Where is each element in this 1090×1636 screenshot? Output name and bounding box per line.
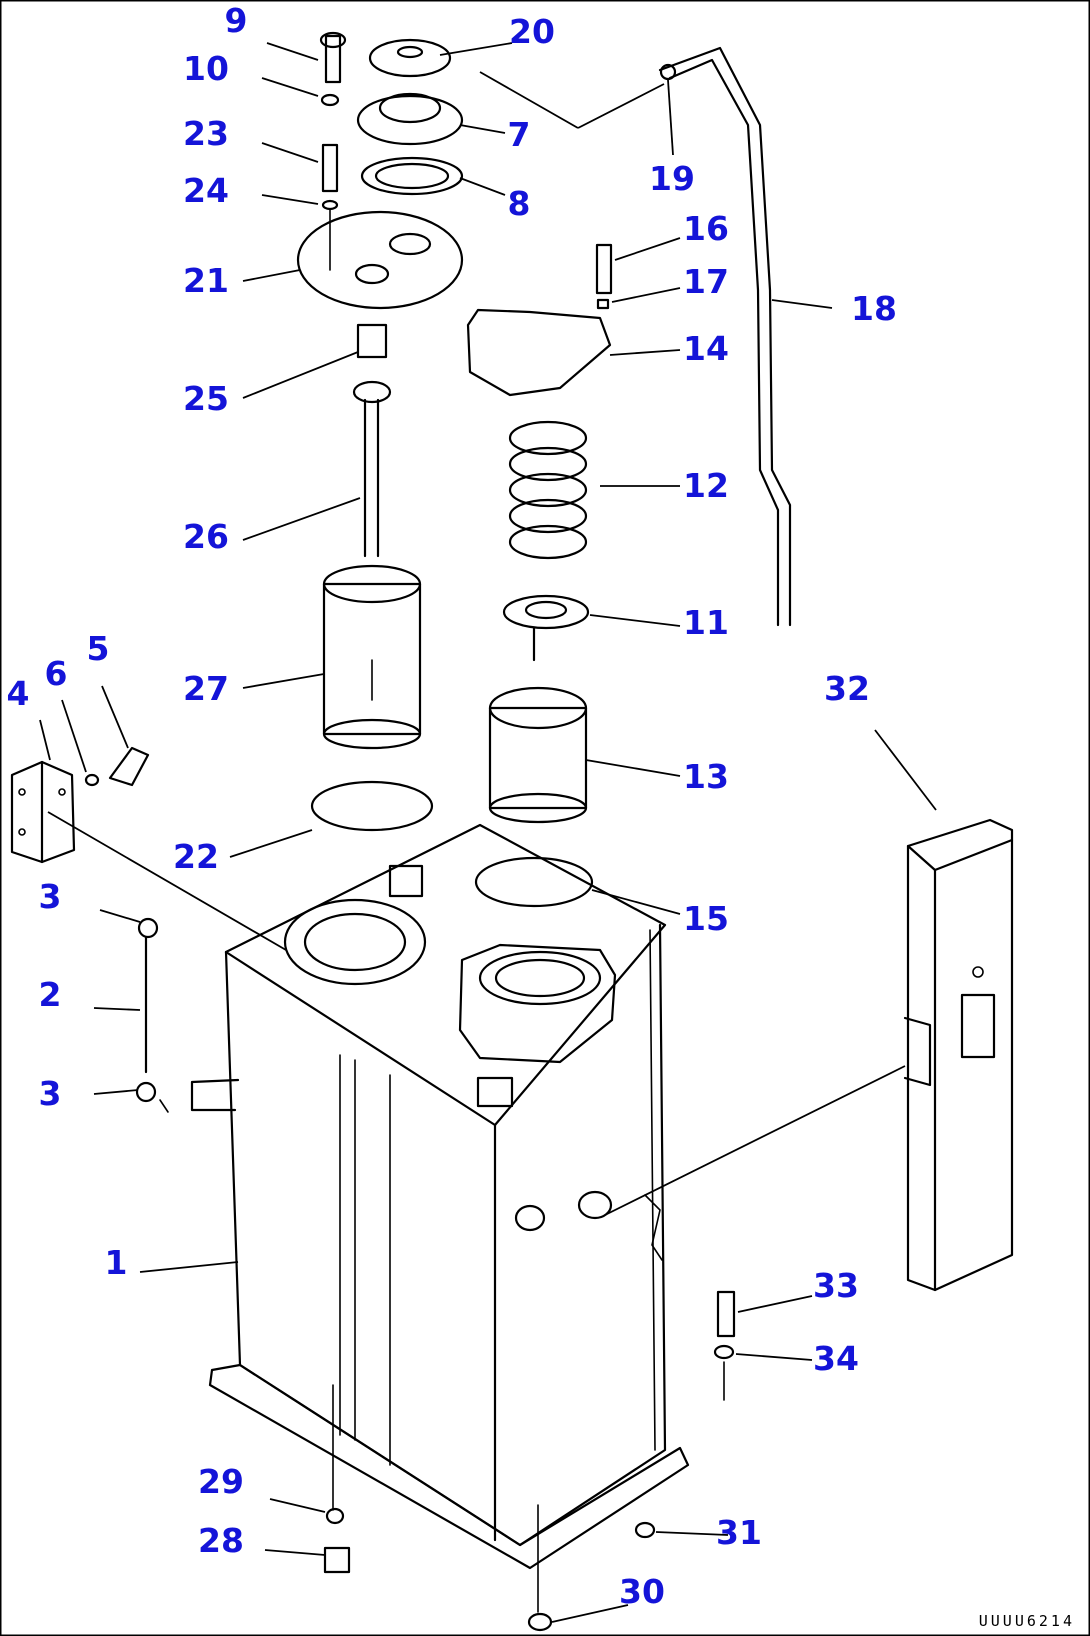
callout-8: 8 (508, 184, 531, 223)
callout-20: 20 (509, 12, 555, 51)
part-left-filter (310, 323, 434, 832)
callout-23: 23 (183, 114, 229, 153)
part-top-stack (296, 31, 464, 310)
callout-15: 15 (683, 899, 729, 938)
callout-17: 17 (683, 262, 729, 301)
callout-2: 2 (39, 975, 62, 1014)
drawing-code: UUUU6214 (979, 1612, 1075, 1630)
callout-22: 22 (173, 837, 219, 876)
callout-19: 19 (649, 159, 695, 198)
callout-13: 13 (683, 757, 729, 796)
callout-34: 34 (813, 1339, 859, 1378)
part-bottom-hardware (323, 1290, 736, 1632)
callout-27: 27 (183, 669, 229, 708)
leader-lines (39, 42, 937, 1623)
part-tank-body (190, 823, 690, 1570)
callout-24: 24 (183, 171, 229, 210)
part-pipe (658, 46, 792, 627)
part-fitting-and-washer (84, 746, 150, 787)
callout-14: 14 (683, 329, 729, 368)
callout-26: 26 (183, 517, 229, 556)
callout-3-top: 3 (39, 877, 62, 916)
part-right-filter (466, 243, 613, 908)
callout-32: 32 (824, 669, 870, 708)
callout-11: 11 (683, 603, 729, 642)
callout-29: 29 (198, 1462, 244, 1501)
callout-6: 6 (45, 654, 68, 693)
callout-1: 1 (105, 1243, 128, 1282)
callout-30: 30 (619, 1572, 665, 1611)
part-cover (903, 818, 1014, 1292)
callout-4: 4 (7, 674, 30, 713)
callout-7: 7 (508, 115, 531, 154)
callout-10: 10 (183, 49, 229, 88)
callout-33: 33 (813, 1266, 859, 1305)
part-rod-and-clips (135, 917, 169, 1113)
callout-12: 12 (683, 466, 729, 505)
callout-16: 16 (683, 209, 729, 248)
callout-31: 31 (716, 1513, 762, 1552)
callout-25: 25 (183, 379, 229, 418)
callout-21: 21 (183, 261, 229, 300)
callout-9: 9 (225, 1, 248, 40)
callout-3-bottom: 3 (39, 1074, 62, 1113)
callout-5: 5 (87, 629, 110, 668)
part-bracket (10, 760, 76, 864)
callout-18: 18 (851, 289, 897, 328)
callout-28: 28 (198, 1521, 244, 1560)
callout-numbers: 9 10 23 24 21 25 26 27 22 3 2 3 1 4 6 5 … (7, 1, 897, 1611)
